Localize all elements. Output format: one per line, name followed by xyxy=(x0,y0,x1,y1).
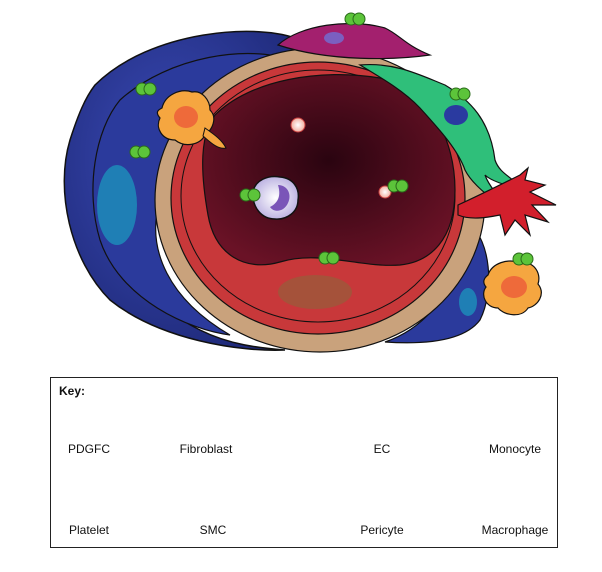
macrophage-nucleus xyxy=(501,276,527,298)
pdgfc-molecule xyxy=(129,145,151,159)
pdgfc-group xyxy=(129,12,534,266)
pericyte-nucleus xyxy=(444,105,468,125)
platelet xyxy=(290,117,306,133)
ec-nucleus xyxy=(278,275,352,309)
platelet xyxy=(378,185,392,199)
key-title: Key: xyxy=(59,384,86,398)
key-label-fibroblast: Fibroblast xyxy=(179,442,233,456)
key-label-macrophage: Macrophage xyxy=(481,523,549,537)
smc-nucleus xyxy=(97,165,137,245)
legend-key: Key: xyxy=(50,377,558,548)
fibrotic-spikes xyxy=(457,166,557,237)
key-label-pdgfc: PDGFC xyxy=(68,442,110,456)
pdgfc-molecule xyxy=(387,179,409,193)
smc-nucleus xyxy=(459,288,477,316)
fibroblast-nucleus xyxy=(324,32,344,44)
pdgfc-molecule xyxy=(512,252,534,266)
macrophage-cell xyxy=(483,260,542,316)
monocyte-nucleus xyxy=(270,185,290,211)
pdgfc-molecule xyxy=(344,12,366,26)
key-label-monocyte: Monocyte xyxy=(488,442,542,456)
fibroblast-cell xyxy=(276,22,433,60)
pdgfc-molecule xyxy=(239,188,261,202)
key-label-platelet: Platelet xyxy=(68,523,110,537)
key-label-pericyte: Pericyte xyxy=(360,523,404,537)
macrophage-pseudopod xyxy=(202,127,227,149)
pdgfc-molecule xyxy=(135,82,157,96)
key-label-ec: EC xyxy=(373,442,391,456)
macrophage-cell xyxy=(156,90,227,149)
monocyte-cell xyxy=(252,175,300,220)
pdgfc-molecule xyxy=(449,87,471,101)
key-label-smc: SMC xyxy=(199,523,227,537)
macrophage-nucleus xyxy=(174,106,198,128)
pdgfc-molecule xyxy=(318,251,340,265)
